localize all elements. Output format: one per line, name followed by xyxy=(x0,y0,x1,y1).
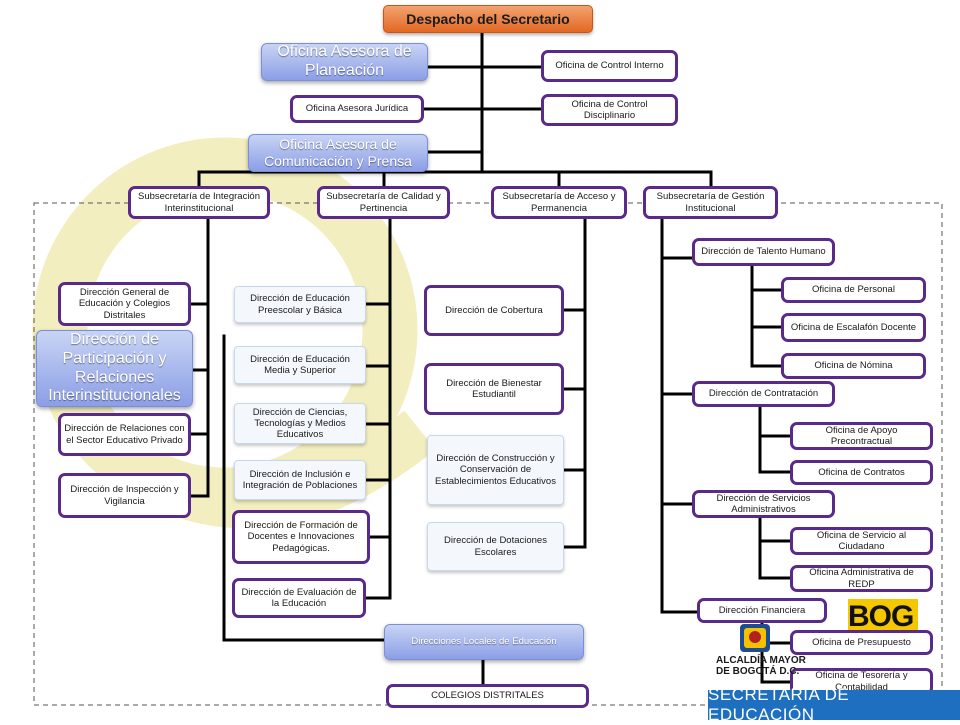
oficina-comunicacion-box: Oficina Asesora de Comunicación y Prensa xyxy=(248,134,428,172)
oficina-planeacion-box: Oficina Asesora de Planeación xyxy=(261,43,428,81)
direccion-inspeccion-label: Dirección de Inspección y Vigilancia xyxy=(70,484,179,507)
subsecretaria-acceso-label: Subsecretaría de Acceso y Permanencia xyxy=(502,191,616,214)
direccion-ciencias-box: Dirección de Ciencias, Tecnologías y Med… xyxy=(234,403,366,444)
oficina-administrativa-redp-label: Oficina Administrativa de REDP xyxy=(809,567,914,590)
alcaldia-line2: DE BOGOTÁ D.C. xyxy=(716,666,800,677)
direccion-talento-humano-box: Dirección de Talento Humano xyxy=(692,238,835,266)
oficina-personal-box: Oficina de Personal xyxy=(781,277,926,303)
oficina-tesoreria-label: Oficina de Tesorería y Contabilidad xyxy=(815,670,908,693)
subsecretaria-integracion-label: Subsecretaría de Integración Interinstit… xyxy=(138,191,260,214)
direccion-talento-humano-label: Dirección de Talento Humano xyxy=(701,246,826,258)
direccion-contratacion-label: Dirección de Contratación xyxy=(708,388,819,400)
oficina-presupuesto-label: Oficina de Presupuesto xyxy=(812,636,911,648)
colegios-distritales-label: COLEGIOS DISTRITALES xyxy=(431,690,544,702)
direccion-preescolar-box: Dirección de Educación Preescolar y Bási… xyxy=(234,286,366,323)
direcciones-locales-box: Direcciones Locales de Educación xyxy=(384,624,584,660)
subsecretaria-calidad-box: Subsecretaría de Calidad y Pertinencia xyxy=(317,186,450,219)
direccion-inclusion-label: Dirección de Inclusión e Integración de … xyxy=(242,468,358,491)
alcaldia-line1: ALCALDÍA MAYOR xyxy=(716,655,806,666)
despacho-label: Despacho del Secretario xyxy=(406,10,570,27)
oficina-escalafon-label: Oficina de Escalafón Docente xyxy=(790,321,917,333)
direccion-servicios-administrativos-box: Dirección de Servicios Administrativos xyxy=(692,490,835,518)
direccion-preescolar-label: Dirección de Educación Preescolar y Bási… xyxy=(250,293,350,316)
oficina-comunicacion-label: Oficina Asesora de Comunicación y Prensa xyxy=(264,136,412,169)
direccion-bienestar-box: Dirección de Bienestar Estudiantil xyxy=(424,363,564,415)
direccion-construccion-label: Dirección de Construcción y Conservación… xyxy=(435,453,556,487)
oficina-nomina-label: Oficina de Nómina xyxy=(814,360,893,372)
oficina-personal-label: Oficina de Personal xyxy=(812,284,895,296)
control-disciplinario-box: Oficina de Control Disciplinario xyxy=(541,94,678,126)
oficina-juridica-box: Oficina Asesora Jurídica xyxy=(290,95,424,123)
direccion-inclusion-box: Dirección de Inclusión e Integración de … xyxy=(234,460,366,500)
direccion-inspeccion-box: Dirección de Inspección y Vigilancia xyxy=(58,473,191,518)
oficina-servicio-ciudadano-box: Oficina de Servicio al Ciudadano xyxy=(790,527,933,555)
direccion-general-educacion-box: Dirección General de Educación y Colegio… xyxy=(58,282,191,326)
bogota-coat-of-arms-icon xyxy=(740,624,770,652)
bog-logo-bar xyxy=(848,599,918,634)
direccion-media-superior-box: Dirección de Educación Media y Superior xyxy=(234,346,366,384)
direccion-dotaciones-box: Dirección de Dotaciones Escolares xyxy=(427,522,564,571)
control-interno-box: Oficina de Control Interno xyxy=(541,50,678,82)
direccion-evaluacion-box: Dirección de Evaluación de la Educación xyxy=(232,578,366,618)
direccion-evaluacion-label: Dirección de Evaluación de la Educación xyxy=(241,586,357,609)
direccion-financiera-label: Dirección Financiera xyxy=(718,604,806,616)
direccion-construccion-box: Dirección de Construcción y Conservación… xyxy=(427,435,564,505)
oficina-juridica-label: Oficina Asesora Jurídica xyxy=(305,103,409,115)
direccion-cobertura-label: Dirección de Cobertura xyxy=(445,304,543,316)
subsecretaria-integracion-box: Subsecretaría de Integración Interinstit… xyxy=(128,186,270,219)
direccion-participacion-label: Dirección de Participación y Relaciones … xyxy=(48,330,181,405)
oficina-apoyo-precontractual-label: Oficina de Apoyo Precontractual xyxy=(825,424,898,447)
direccion-relaciones-privado-label: Dirección de Relaciones con el Sector Ed… xyxy=(64,423,185,446)
control-interno-label: Oficina de Control Interno xyxy=(555,60,664,72)
control-disciplinario-label: Oficina de Control Disciplinario xyxy=(571,98,648,121)
direccion-dotaciones-label: Dirección de Dotaciones Escolares xyxy=(444,535,547,558)
colegios-distritales-box: COLEGIOS DISTRITALES xyxy=(386,684,589,708)
direccion-formacion-docentes-label: Dirección de Formación de Docentes e Inn… xyxy=(244,520,358,554)
oficina-servicio-ciudadano-label: Oficina de Servicio al Ciudadano xyxy=(816,529,907,552)
direccion-general-educacion-label: Dirección General de Educación y Colegio… xyxy=(78,287,171,321)
direccion-bienestar-label: Dirección de Bienestar Estudiantil xyxy=(446,377,542,400)
oficina-contratos-label: Oficina de Contratos xyxy=(818,466,905,478)
oficina-contratos-box: Oficina de Contratos xyxy=(790,460,933,485)
direccion-ciencias-label: Dirección de Ciencias, Tecnologías y Med… xyxy=(252,406,348,441)
oficina-nomina-box: Oficina de Nómina xyxy=(781,353,926,379)
direccion-participacion-box: Dirección de Participación y Relaciones … xyxy=(36,330,193,407)
secretaria-educacion-banner: SECRETARÍA DE EDUCACIÓN xyxy=(708,685,960,724)
direccion-cobertura-box: Dirección de Cobertura xyxy=(424,285,564,336)
oficina-presupuesto-box: Oficina de Presupuesto xyxy=(790,630,933,655)
direccion-financiera-box: Dirección Financiera xyxy=(697,598,827,623)
bog-logo: BOG xyxy=(848,600,914,633)
subsecretaria-gestion-label: Subsecretaría de Gestión Institucional xyxy=(656,191,765,214)
direcciones-locales-label: Direcciones Locales de Educación xyxy=(411,636,557,648)
subsecretaria-calidad-label: Subsecretaría de Calidad y Pertinencia xyxy=(326,191,441,214)
oficina-planeacion-label: Oficina Asesora de Planeación xyxy=(277,43,412,79)
oficina-escalafon-box: Oficina de Escalafón Docente xyxy=(781,313,926,342)
subsecretaria-gestion-box: Subsecretaría de Gestión Institucional xyxy=(643,186,778,219)
oficina-apoyo-precontractual-box: Oficina de Apoyo Precontractual xyxy=(790,422,933,450)
direccion-servicios-administrativos-label: Dirección de Servicios Administrativos xyxy=(716,492,811,515)
subsecretaria-acceso-box: Subsecretaría de Acceso y Permanencia xyxy=(491,186,627,219)
direccion-formacion-docentes-box: Dirección de Formación de Docentes e Inn… xyxy=(232,510,370,564)
direccion-relaciones-privado-box: Dirección de Relaciones con el Sector Ed… xyxy=(58,413,191,456)
direccion-contratacion-box: Dirección de Contratación xyxy=(692,381,835,407)
despacho-del-secretario-box: Despacho del Secretario xyxy=(383,5,593,33)
direccion-media-superior-label: Dirección de Educación Media y Superior xyxy=(250,353,350,376)
oficina-administrativa-redp-box: Oficina Administrativa de REDP xyxy=(790,565,933,592)
